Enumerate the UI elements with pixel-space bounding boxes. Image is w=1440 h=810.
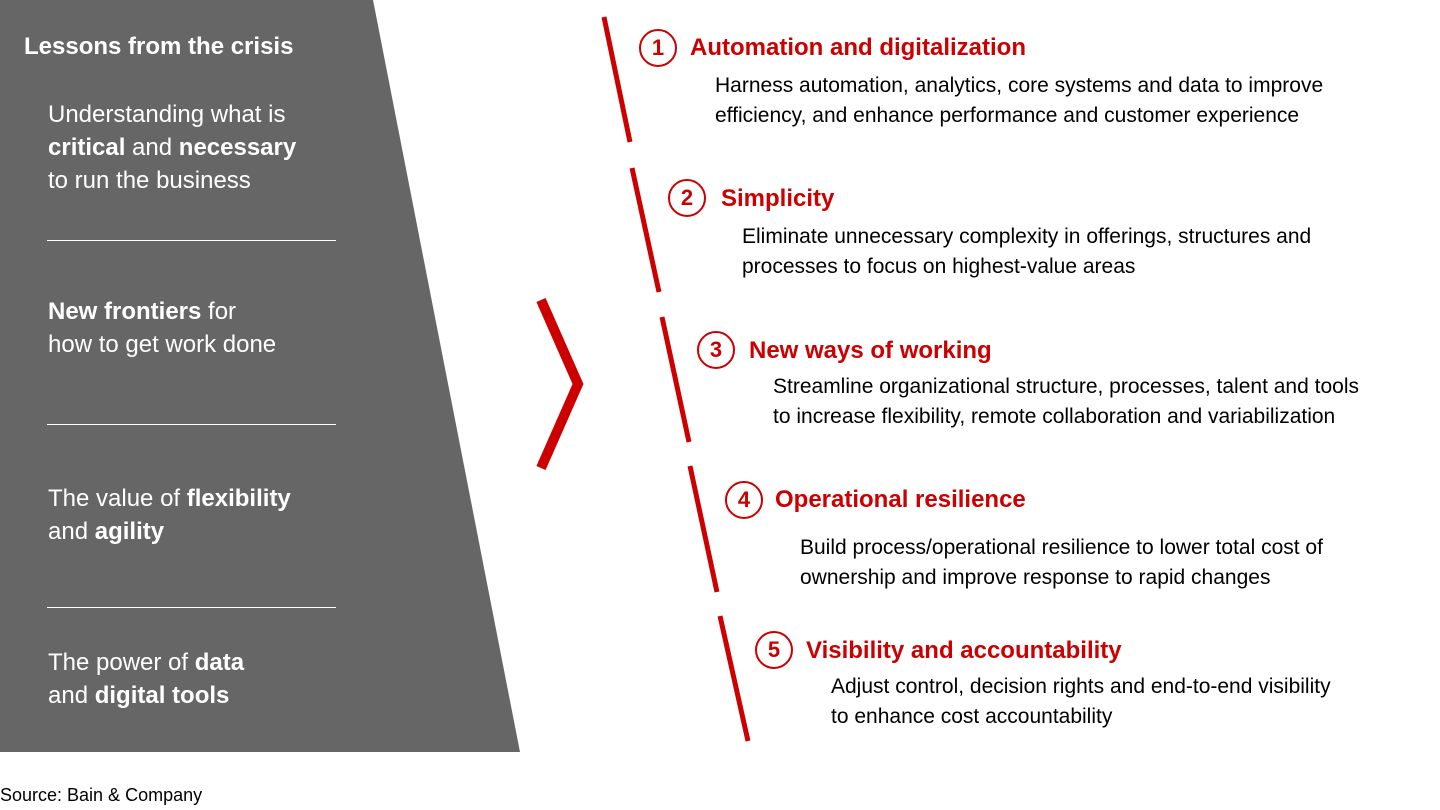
divider-line-5 — [717, 615, 751, 742]
priority-desc: Build process/operational resilience to … — [800, 536, 1323, 589]
divider — [47, 240, 336, 241]
divider-line-4 — [687, 465, 720, 593]
number-badge: 1 — [639, 29, 677, 67]
divider — [47, 607, 336, 608]
priority-title: Simplicity — [721, 185, 835, 212]
divider-line-1 — [601, 16, 633, 143]
priority-title: Operational resilience — [775, 486, 1026, 513]
divider-line-2 — [629, 167, 662, 293]
divider-line-3 — [659, 316, 692, 443]
number-badge: 2 — [668, 179, 706, 217]
lessons-title: Lessons from the crisis — [24, 33, 294, 60]
number-badge: 4 — [725, 481, 763, 519]
divider — [47, 424, 336, 425]
priority-desc: Adjust control, decision rights and end-… — [831, 675, 1331, 728]
number-badge: 5 — [755, 631, 793, 669]
priority-title: Visibility and accountability — [806, 637, 1122, 664]
source-note: Source: Bain & Company — [0, 785, 203, 805]
priority-desc: Streamline organizational structure, pro… — [773, 375, 1359, 428]
priority-title: New ways of working — [749, 337, 992, 364]
priority-desc: Eliminate unnecessary complexity in offe… — [742, 225, 1312, 278]
chevron-right-icon — [536, 297, 584, 471]
number-badge: 3 — [697, 331, 735, 369]
priority-title: Automation and digitalization — [690, 34, 1026, 61]
priority-desc: Harness automation, analytics, core syst… — [715, 74, 1324, 127]
lessons-panel — [0, 0, 520, 752]
